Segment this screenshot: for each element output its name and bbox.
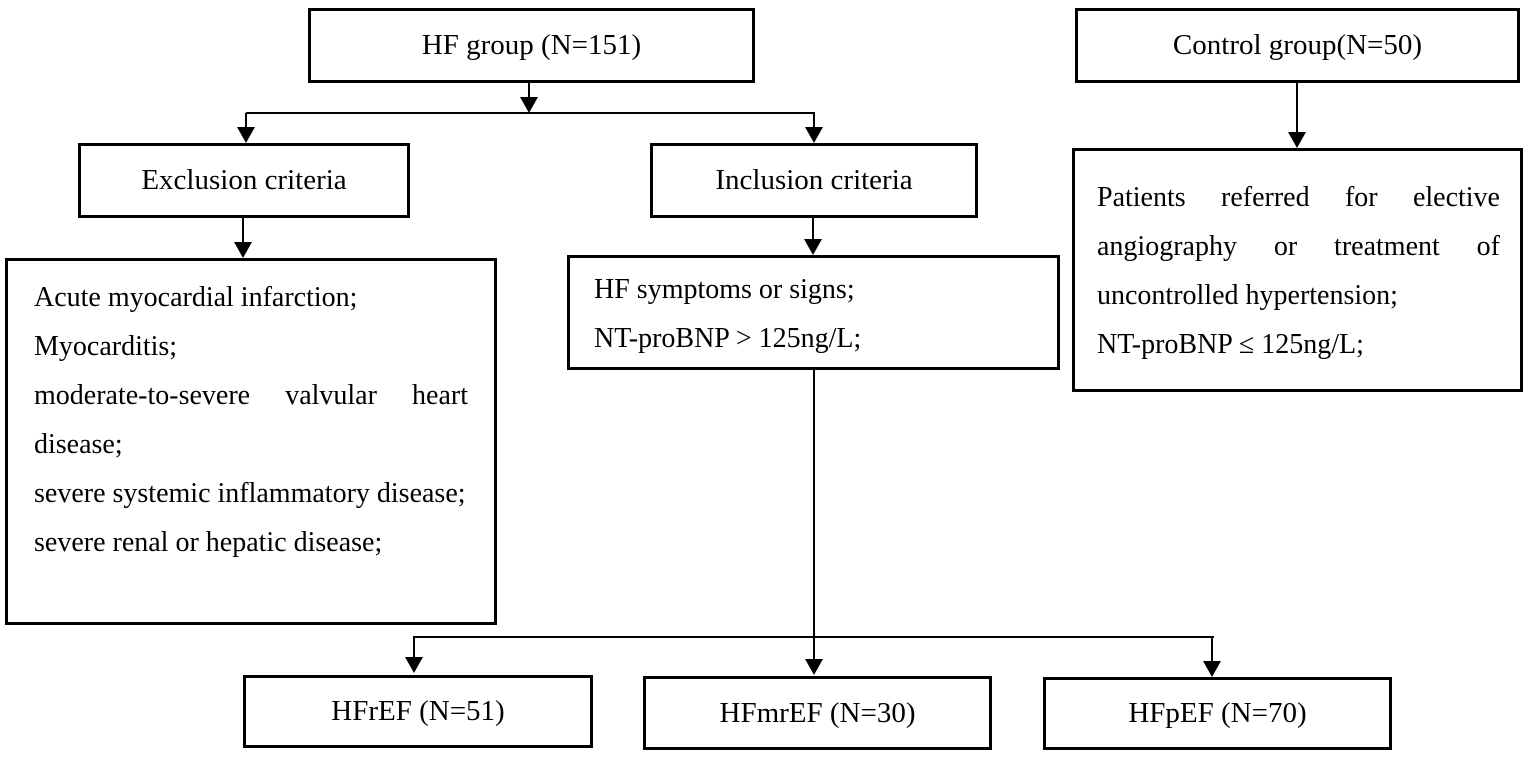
connector-line: [813, 370, 815, 660]
connector-line: [812, 218, 814, 240]
connector-line: [1211, 638, 1213, 662]
node-exclusion-details: Acute myocardial infarction; Myocarditis…: [5, 258, 497, 625]
arrowhead-down-icon: [234, 242, 252, 258]
control-details-line: NT-proBNP ≤ 125ng/L;: [1097, 329, 1364, 360]
exclusion-details-line: severe renal or hepatic disease;: [34, 527, 383, 558]
arrowhead-down-icon: [520, 97, 538, 113]
node-exclusion-criteria: Exclusion criteria: [78, 143, 410, 218]
inclusion-details-line: NT-proBNP > 125ng/L;: [594, 323, 862, 354]
node-inclusion-criteria-label: Inclusion criteria: [715, 164, 913, 196]
exclusion-details-line: Acute myocardial infarction;: [34, 282, 358, 313]
connector-line: [245, 113, 247, 128]
node-exclusion-criteria-label: Exclusion criteria: [141, 164, 347, 196]
node-inclusion-details: HF symptoms or signs; NT-proBNP > 125ng/…: [567, 255, 1060, 370]
connector-line: [246, 112, 815, 114]
arrowhead-down-icon: [1288, 132, 1306, 148]
exclusion-details-line: moderate-to-severe valvular heart diseas…: [34, 380, 468, 460]
connector-line: [1296, 83, 1298, 133]
node-hfpef: HFpEF (N=70): [1043, 677, 1392, 750]
connector-line: [242, 218, 244, 243]
node-hfref-label: HFrEF (N=51): [331, 695, 505, 727]
arrowhead-down-icon: [405, 657, 423, 673]
exclusion-details-line: severe systemic inflammatory disease;: [34, 478, 466, 509]
node-inclusion-criteria: Inclusion criteria: [650, 143, 978, 218]
node-hfref: HFrEF (N=51): [243, 675, 593, 748]
connector-line: [413, 636, 415, 658]
inclusion-details-line: HF symptoms or signs;: [594, 274, 855, 305]
connector-line: [414, 636, 1214, 638]
arrowhead-down-icon: [805, 127, 823, 143]
node-control-group: Control group(N=50): [1075, 8, 1520, 83]
node-control-group-label: Control group(N=50): [1172, 29, 1423, 61]
connector-line: [528, 83, 530, 99]
exclusion-details-line: Myocarditis;: [34, 331, 178, 362]
node-hfpef-label: HFpEF (N=70): [1128, 697, 1307, 729]
control-details-line: Patients referred for elective angiograp…: [1097, 182, 1500, 311]
arrowhead-down-icon: [805, 659, 823, 675]
node-hfmref: HFmrEF (N=30): [643, 676, 992, 750]
node-hf-group-label: HF group (N=151): [421, 29, 642, 61]
node-control-details: Patients referred for elective angiograp…: [1072, 148, 1523, 392]
node-hfmref-label: HFmrEF (N=30): [719, 696, 916, 729]
node-hf-group: HF group (N=151): [308, 8, 755, 83]
arrowhead-down-icon: [804, 239, 822, 255]
arrowhead-down-icon: [237, 127, 255, 143]
arrowhead-down-icon: [1203, 661, 1221, 677]
connector-line: [813, 113, 815, 128]
